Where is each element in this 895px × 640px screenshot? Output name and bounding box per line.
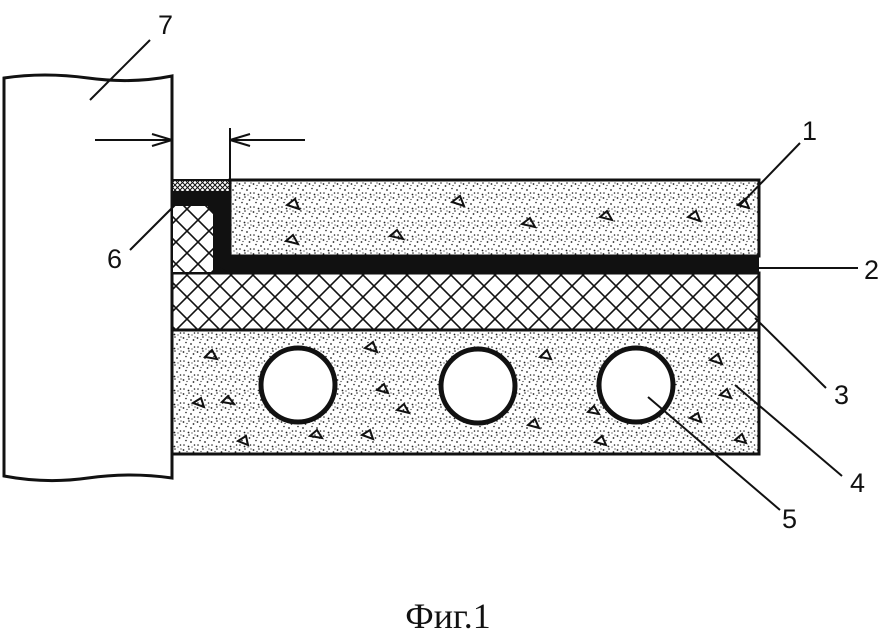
insulation-layer xyxy=(170,204,761,332)
label-7: 7 xyxy=(158,10,173,40)
edge-seal xyxy=(171,179,231,272)
pipe-2 xyxy=(438,346,518,426)
waterproof-membrane xyxy=(214,192,759,273)
leader-7 xyxy=(89,39,151,101)
pipes xyxy=(258,345,676,426)
label-1: 1 xyxy=(802,116,817,146)
pipe-1 xyxy=(258,345,338,425)
leader-3 xyxy=(754,317,827,389)
screed-layer xyxy=(228,178,761,258)
leader-5 xyxy=(647,396,781,511)
label-5: 5 xyxy=(782,504,797,534)
gap-dimension xyxy=(95,128,305,258)
leader-6 xyxy=(129,199,181,251)
label-3: 3 xyxy=(834,380,849,410)
label-4: 4 xyxy=(850,468,865,498)
label-6: 6 xyxy=(107,244,122,274)
pipe-3 xyxy=(596,345,676,425)
aggregate-marks-screed xyxy=(283,194,751,246)
label-2: 2 xyxy=(864,255,879,285)
leader-lines xyxy=(89,39,858,511)
wall xyxy=(2,73,174,483)
leader-4 xyxy=(734,384,843,477)
aggregate-marks-slab xyxy=(190,340,748,447)
leader-1 xyxy=(739,142,801,206)
figure-caption: Фиг.1 xyxy=(405,596,490,636)
